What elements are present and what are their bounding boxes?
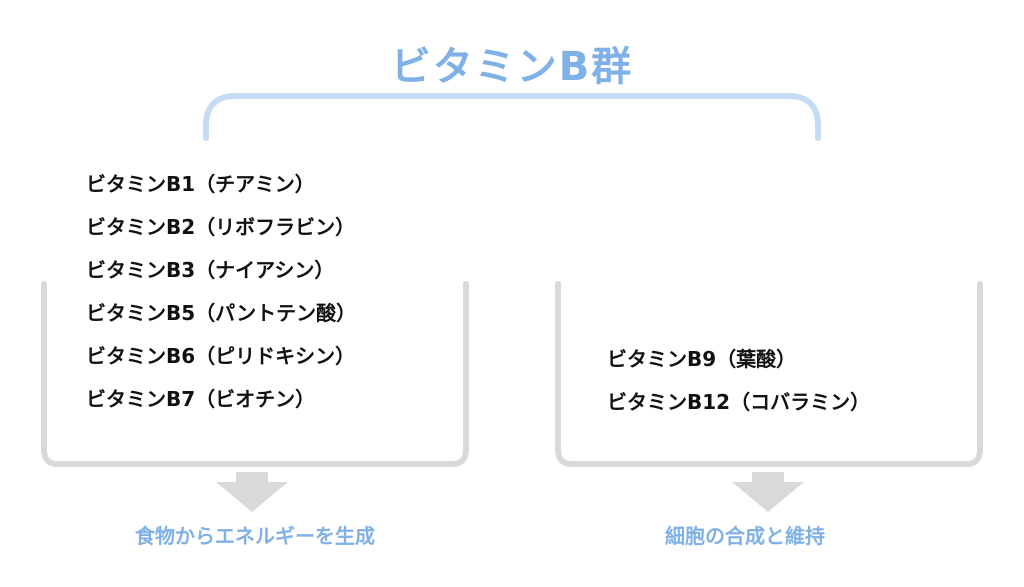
right-group-box xyxy=(555,281,983,467)
right-down-arrow xyxy=(732,472,804,512)
right-vitamin-list: ビタミンB9（葉酸） ビタミンB12（コバラミン） xyxy=(607,338,870,424)
list-item: ビタミンB3（ナイアシン） xyxy=(86,258,335,282)
list-item: ビタミンB6（ピリドキシン） xyxy=(86,344,356,368)
list-item: ビタミンB7（ビオチン） xyxy=(86,387,316,411)
left-down-arrow xyxy=(216,472,288,512)
list-item: ビタミンB1（チアミン） xyxy=(86,172,315,196)
list-item: ビタミンB2（リボフラビン） xyxy=(86,215,356,239)
right-caption: 細胞の合成と維持 xyxy=(665,524,825,548)
list-item: ビタミンB5（パントテン酸） xyxy=(86,301,357,325)
left-group-box xyxy=(41,281,469,467)
left-caption: 食物からエネルギーを生成 xyxy=(135,524,375,548)
diagram-title: ビタミンB群 xyxy=(390,44,634,90)
left-vitamin-list: ビタミンB1（チアミン） ビタミンB2（リボフラビン） ビタミンB3（ナイアシン… xyxy=(86,163,356,421)
top-bracket xyxy=(203,93,821,141)
list-item: ビタミンB9（葉酸） xyxy=(607,347,797,371)
list-item: ビタミンB12（コバラミン） xyxy=(607,390,871,414)
